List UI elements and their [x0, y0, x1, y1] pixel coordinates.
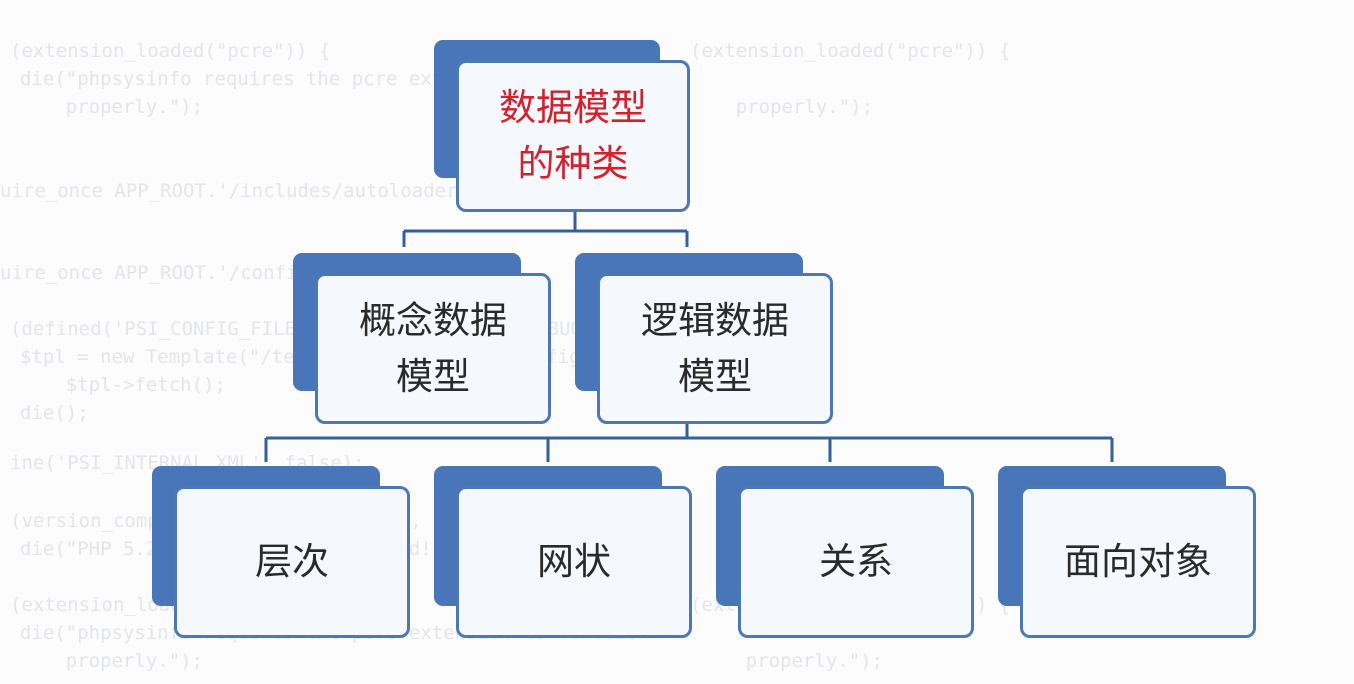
node-box: 逻辑数据 模型 [597, 273, 833, 424]
node-label: 面向对象 [1064, 540, 1212, 583]
node-relational: 关系 [716, 466, 974, 638]
node-box: 层次 [174, 486, 410, 638]
node-label: 逻辑数据 模型 [641, 298, 789, 398]
root-node: 数据模型 的种类 [434, 40, 690, 212]
root-node-box: 数据模型 的种类 [456, 60, 690, 212]
node-network: 网状 [434, 466, 692, 638]
node-box: 网状 [456, 486, 692, 638]
node-object-oriented: 面向对象 [998, 466, 1256, 638]
node-conceptual-model: 概念数据 模型 [293, 253, 551, 424]
node-logical-model: 逻辑数据 模型 [575, 253, 833, 424]
node-hierarchical: 层次 [152, 466, 410, 638]
node-box: 面向对象 [1020, 486, 1256, 638]
node-label: 概念数据 模型 [359, 298, 507, 398]
node-label: 层次 [255, 540, 329, 583]
root-node-label: 数据模型 的种类 [499, 86, 647, 185]
node-label: 关系 [819, 540, 893, 583]
node-box: 概念数据 模型 [315, 273, 551, 424]
node-label: 网状 [537, 540, 611, 583]
node-box: 关系 [738, 486, 974, 638]
